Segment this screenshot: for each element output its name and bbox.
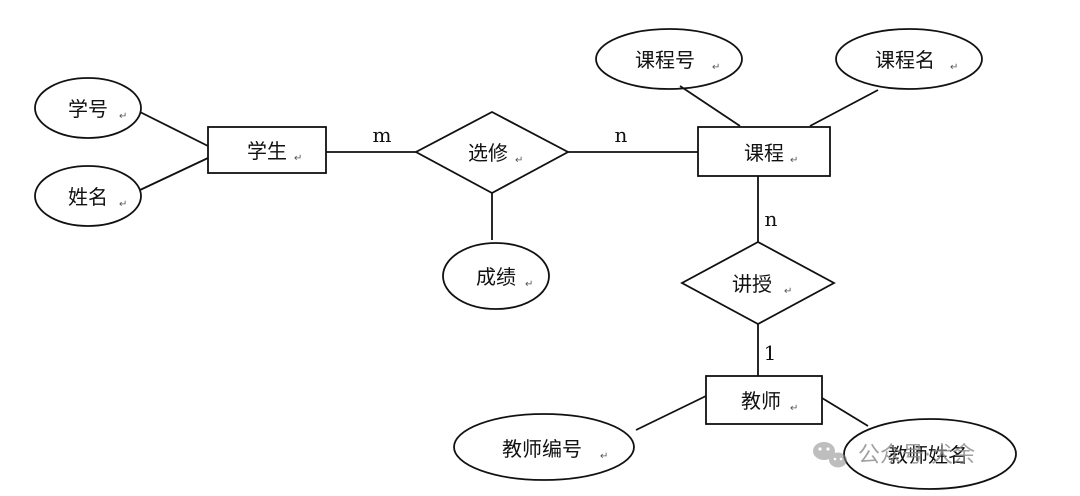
attr-course-name-shape [835, 28, 983, 90]
edge-course-name [809, 89, 879, 127]
edge-course-id [679, 85, 741, 127]
edge-student-name [139, 157, 209, 191]
entity-course-label: 课程 [744, 141, 784, 165]
edge-teacher-name [821, 397, 869, 427]
attr-student-name-shape [34, 165, 142, 227]
attr-teacher-id-label: 教师编号 [502, 437, 582, 461]
paragraph-mark: ↵ [119, 111, 127, 122]
rel-teach-shape [680, 240, 836, 326]
attr-teacher-name-shape [843, 418, 1017, 490]
paragraph-mark: ↵ [790, 155, 798, 166]
paragraph-mark: ↵ [784, 286, 792, 297]
paragraph-mark: ↵ [515, 155, 523, 166]
paragraph-mark: ↵ [790, 403, 798, 414]
attr-course-id-shape [595, 28, 743, 90]
paragraph-mark: ↵ [294, 153, 302, 164]
paragraph-mark: ↵ [712, 62, 720, 73]
cardinality-elective-course: n [615, 123, 628, 147]
cardinality-student-elective: m [373, 123, 392, 147]
paragraph-mark: ↵ [600, 451, 608, 462]
entity-student-label: 学生 [247, 139, 287, 163]
attr-student-name-label: 姓名 [68, 185, 108, 209]
watermark-text: 公众号·犬余 [858, 443, 975, 468]
edge-teacher-id [635, 395, 707, 431]
paragraph-mark: ↵ [525, 279, 533, 290]
attr-teacher-name-label: 教师姓名 [888, 443, 968, 467]
attr-course-name-label: 课程名 [875, 48, 935, 72]
attr-course-id-label: 课程号 [635, 48, 695, 72]
cardinality-teach-teacher: 1 [764, 341, 777, 365]
edge-student-id [139, 111, 209, 147]
paragraph-mark: ↵ [950, 62, 958, 73]
attr-student-id-shape [34, 77, 142, 139]
entity-teacher-shape [705, 375, 823, 425]
rel-elective-shape [414, 110, 570, 195]
attr-student-id-label: 学号 [68, 97, 108, 121]
attr-grade-label: 成绩 [476, 265, 516, 289]
entity-course-shape [697, 126, 831, 177]
cardinality-course-teach: n [765, 207, 778, 231]
attr-teacher-id-shape [453, 413, 635, 481]
entity-student-shape [207, 126, 327, 174]
paragraph-mark: ↵ [119, 199, 127, 210]
rel-elective-label: 选修 [468, 141, 508, 165]
attr-grade-shape [442, 242, 550, 310]
entity-teacher-label: 教师 [741, 389, 781, 413]
wechat-icon [813, 442, 847, 468]
rel-teach-label: 讲授 [732, 272, 772, 296]
